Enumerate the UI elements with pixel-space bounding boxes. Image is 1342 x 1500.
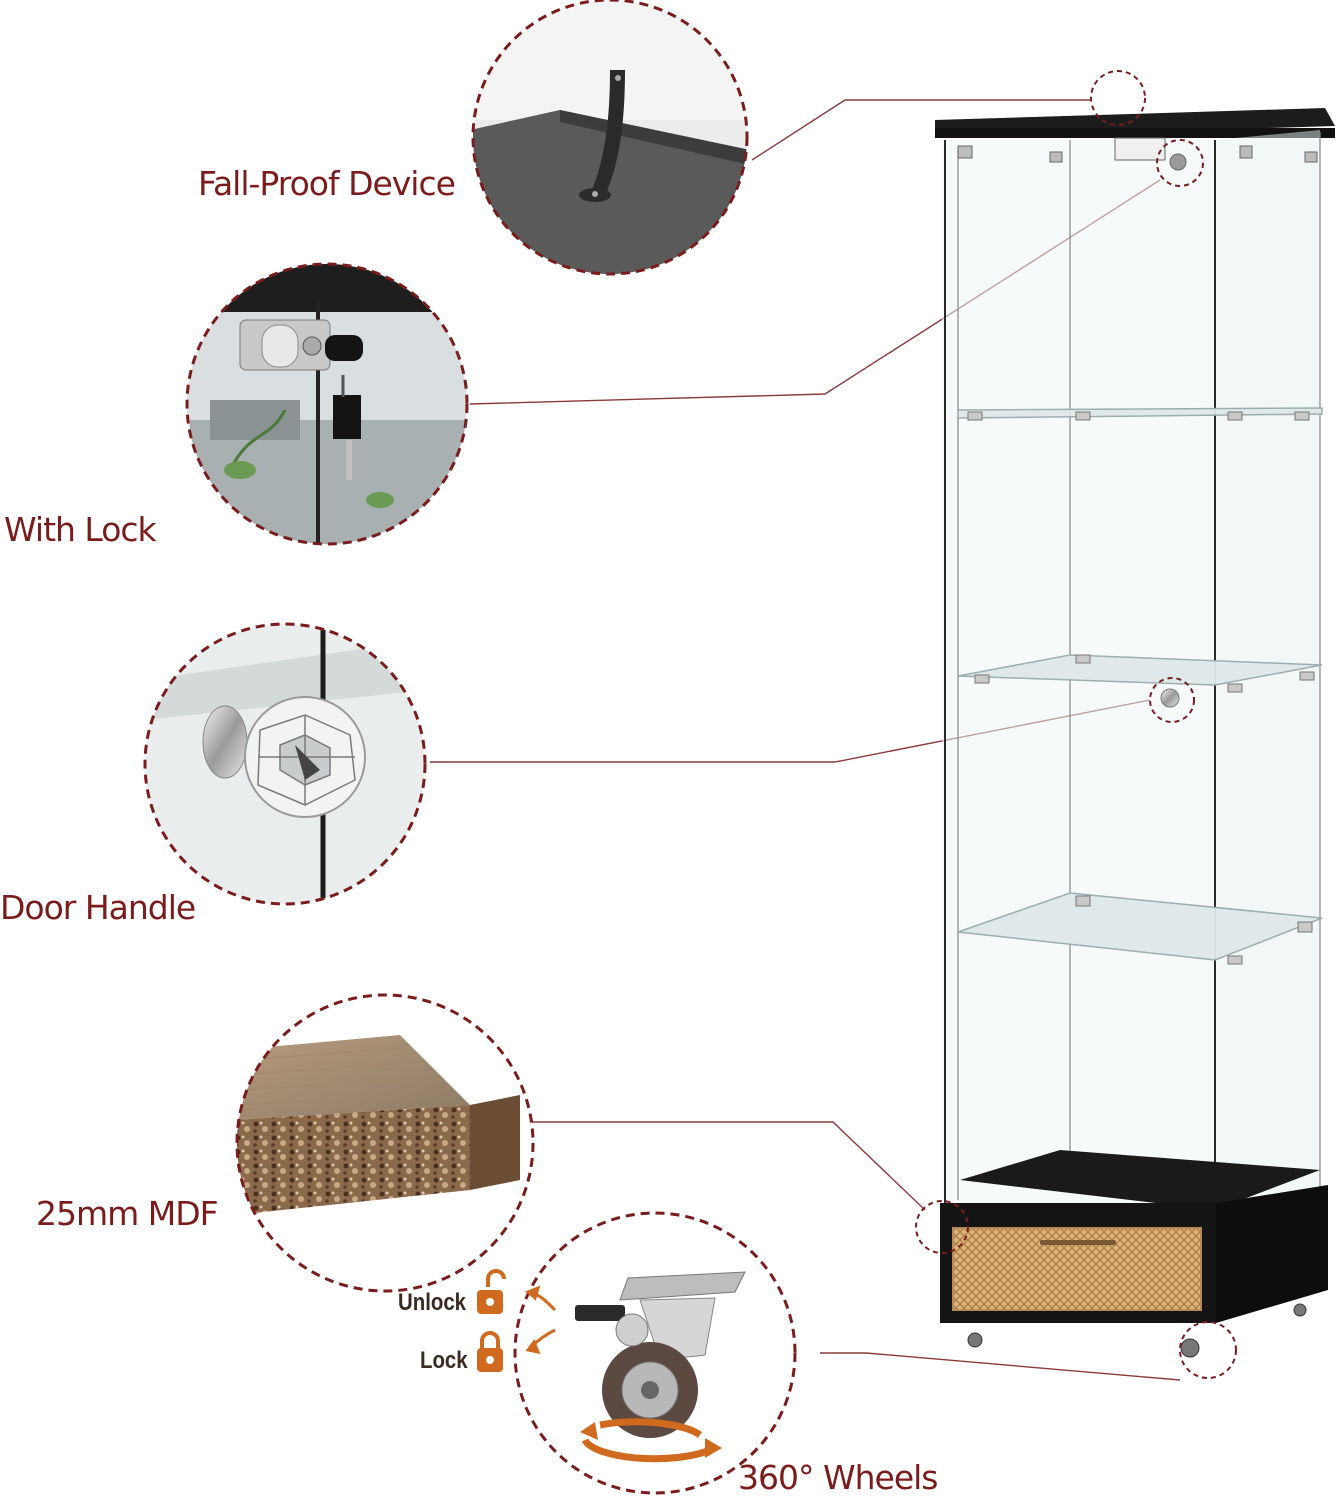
unlock-icon xyxy=(477,1269,506,1314)
crystal-knob-icon xyxy=(145,624,425,904)
lock-toggle-arrows xyxy=(525,1285,557,1355)
feature-label-wheels: 360° Wheels xyxy=(738,1458,938,1497)
fall-proof-strap-icon xyxy=(473,0,747,274)
unlock-label: Unlock xyxy=(398,1289,467,1316)
drawer-handle xyxy=(1040,1240,1116,1245)
mdf-board-icon xyxy=(237,995,533,1291)
cabinet-base-top xyxy=(960,1150,1320,1210)
feature-label-door-handle: Door Handle xyxy=(0,888,196,927)
feature-label-fall-proof: Fall-Proof Device xyxy=(198,164,456,203)
feature-label-mdf: 25mm MDF xyxy=(36,1194,219,1233)
glass-shelves xyxy=(957,407,1323,961)
caster-wheel-icon xyxy=(515,1213,795,1493)
cabinet-lock-icon xyxy=(187,264,467,544)
cabinet-casters xyxy=(967,1303,1307,1358)
callout-markers xyxy=(915,70,1237,1379)
feature-label-lock: With Lock xyxy=(4,510,157,549)
leader-line-fall-proof xyxy=(751,99,1090,161)
glass-display-cabinet xyxy=(935,108,1335,1358)
lock-icon xyxy=(477,1331,503,1372)
cabinet-door-knob xyxy=(1160,688,1180,708)
leader-line-mdf xyxy=(520,1121,926,1211)
leader-line-wheels xyxy=(820,1352,1181,1381)
lock-label: Lock xyxy=(420,1347,468,1374)
